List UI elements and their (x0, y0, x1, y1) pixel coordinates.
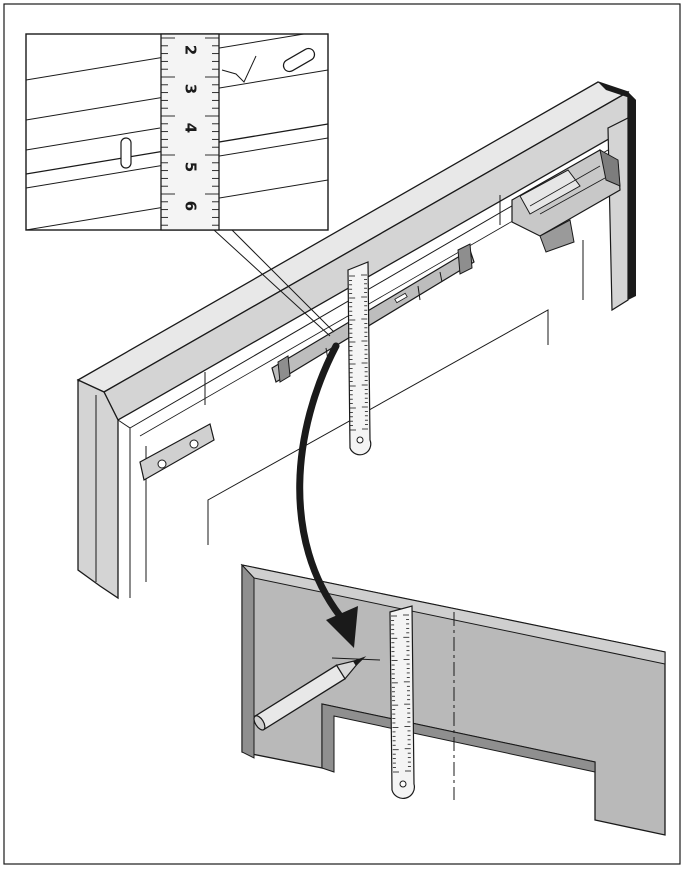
ruler-number-label: 2 (182, 45, 200, 55)
ruler-number-label: 5 (182, 162, 200, 172)
leader-line (231, 229, 335, 333)
ruler-number-label: 3 (182, 84, 200, 94)
leader-line (213, 229, 331, 337)
hinge-plate-left (139, 423, 215, 481)
detail-inset: 2 3 4 5 6 (25, 33, 329, 231)
frame-edge (598, 82, 636, 100)
pencil-icon (253, 656, 367, 731)
mark-line (331, 657, 381, 661)
cabinet-frame (76, 81, 636, 600)
ruler-icon (347, 261, 372, 456)
ruler-icon (389, 605, 415, 799)
mounting-rail (271, 243, 475, 383)
frame-left-post (77, 378, 119, 600)
ruler-number-label: 6 (182, 201, 200, 211)
curved-arrow-icon (296, 342, 358, 648)
hinge-icon (511, 149, 621, 253)
ruler-number-label: 4 (182, 123, 200, 133)
frame-right-edge (628, 92, 636, 300)
frame-right-post (607, 117, 629, 312)
